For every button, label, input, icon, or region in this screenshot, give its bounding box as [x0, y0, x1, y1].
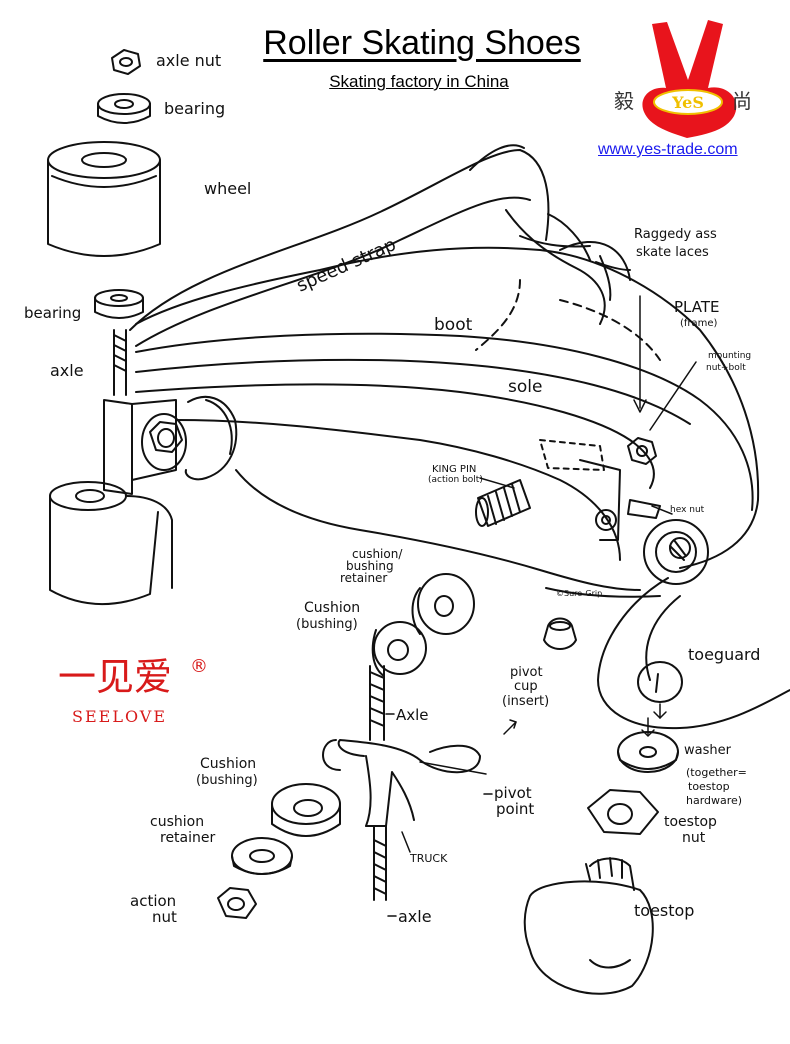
washer-part	[617, 731, 679, 773]
cushion-bottom-part	[271, 783, 341, 837]
label-boot: boot	[434, 315, 473, 335]
label-laces-1: Raggedy ass	[634, 227, 717, 242]
label-washer-1: washer	[684, 743, 732, 758]
label-laces-2: skate laces	[636, 245, 709, 260]
cushion-retainer-bottom-part	[231, 837, 293, 875]
label-bearing-top: bearing	[164, 99, 225, 118]
cushion-top-part	[371, 621, 427, 677]
label-truck: TRUCK	[409, 852, 448, 865]
label-mounting-2: nut+bolt	[706, 363, 746, 373]
watermark-chinese: 一见爱	[58, 655, 172, 699]
wheel-bottom-left-part	[49, 481, 173, 606]
label-kingpin-2: (action bolt)	[428, 475, 483, 485]
bearing-left-part	[94, 289, 144, 319]
yes-trade-logo: YeS 毅 尚	[614, 20, 752, 138]
label-speed-strap: speed strap	[293, 234, 399, 296]
label-washer-2: (together=	[686, 766, 747, 779]
logo-heart-v-shape	[642, 20, 737, 138]
label-toestop: toestop	[634, 901, 694, 920]
label-pivot-cup-2: cup	[514, 679, 538, 694]
logo-right-char: 尚	[732, 89, 752, 113]
left-axle-assembly	[103, 329, 238, 495]
toestop-part	[523, 857, 654, 995]
plate-frame-part	[135, 383, 661, 591]
cushion-retainer-top-part	[411, 573, 475, 635]
label-action-nut-2: nut	[152, 908, 177, 926]
label-pivot-point-1: pivot	[494, 784, 532, 802]
toestop-nut-part	[587, 789, 659, 835]
label-toestop-nut-2: nut	[682, 830, 706, 846]
label-pivot-cup-3: (insert)	[502, 694, 549, 709]
label-pivot-point-2: point	[496, 800, 534, 818]
label-toestop-nut-1: toestop	[664, 814, 717, 830]
watermark-registered: ®	[190, 656, 208, 677]
laces-part	[505, 209, 606, 325]
axle-nut-part	[111, 49, 141, 75]
watermark-latin: SEELOVE	[72, 707, 167, 726]
label-plate-2: (frame)	[680, 318, 718, 329]
label-bearing-left: bearing	[24, 304, 81, 322]
action-nut-part	[217, 887, 257, 919]
label-toeguard: toeguard	[688, 645, 760, 664]
page-subtitle: Skating factory in China	[329, 72, 509, 91]
label-sole: sole	[508, 377, 542, 397]
label-cushion-top-2: (bushing)	[296, 617, 358, 632]
logo-badge	[653, 89, 723, 115]
toe-plate-bolt-ring	[643, 519, 709, 585]
label-axle-mid: Axle	[396, 706, 429, 724]
sole-part	[135, 332, 754, 511]
leader-lines	[401, 295, 697, 853]
seelove-watermark: 一见爱 ® SEELOVE	[58, 655, 208, 726]
toeguard-part	[597, 577, 790, 730]
truck-leader	[401, 831, 411, 853]
logo-left-char: 毅	[614, 89, 634, 113]
pivot-arrow	[503, 721, 517, 735]
kingpin-leader	[479, 477, 515, 489]
label-cushion-ret-1: cushion	[150, 814, 204, 830]
label-wheel: wheel	[204, 179, 251, 198]
label-pivot-cup-1: pivot	[510, 665, 543, 680]
label-mounting-1: mounting	[708, 351, 751, 361]
label-cushion-low-2: (bushing)	[196, 773, 258, 788]
page-title: Roller Skating Shoes	[263, 24, 581, 62]
label-retainer-3: retainer	[340, 571, 387, 585]
pivot-cup-part	[543, 617, 577, 650]
speed-strap-part	[129, 144, 550, 347]
svg-text:©Sure-Grip: ©Sure-Grip	[556, 589, 602, 598]
kingpin-part	[475, 479, 531, 527]
label-cushion-ret-2: retainer	[160, 830, 216, 846]
mounting-leader	[649, 361, 697, 431]
label-washer-3: toestop	[688, 780, 730, 793]
pivot-point-leader	[419, 761, 487, 775]
logo-mid-text: YeS	[671, 93, 704, 112]
bearing-top-part	[97, 93, 151, 124]
label-axle-left: axle	[50, 361, 84, 380]
label-kingpin-1: KING PIN	[432, 464, 476, 475]
truck-part	[322, 665, 481, 901]
label-axle-nut: axle nut	[156, 51, 221, 70]
label-washer-4: hardware)	[686, 794, 742, 807]
label-dashes	[385, 713, 493, 917]
plate-bottom-strip: ©Sure-Grip	[545, 587, 661, 598]
label-cushion-top-1: Cushion	[304, 600, 360, 616]
label-hex-nut: hex nut	[670, 505, 705, 515]
label-plate-1: PLATE	[674, 298, 719, 316]
label-action-nut-1: action	[130, 892, 176, 910]
brand-url-link[interactable]: www.yes-trade.com	[598, 141, 738, 158]
label-axle-bottom: axle	[398, 907, 432, 926]
label-cushion-low-1: Cushion	[200, 756, 256, 772]
hex-nut-leader	[651, 505, 673, 515]
boot-part	[135, 240, 760, 569]
label-retainer-1: cushion/	[352, 547, 403, 561]
wheel-top-part	[47, 141, 161, 257]
label-retainer-2: bushing	[346, 559, 394, 573]
